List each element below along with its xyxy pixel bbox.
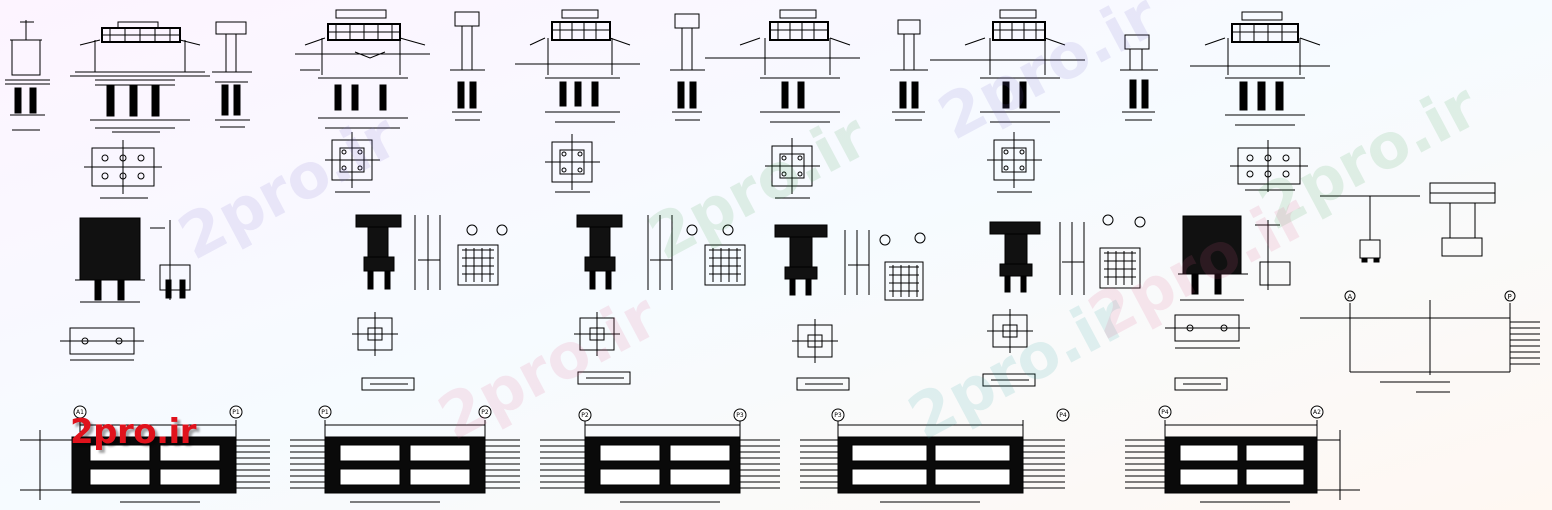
pier-elevation-6 <box>670 13 705 121</box>
footing-detail-2 <box>352 312 398 356</box>
grid-label: P2 <box>581 412 589 419</box>
framing-plans-row: A1 P1 P1 P2 P2 P3 P3 P4 P4 A2 <box>20 405 1360 503</box>
pier-elevation-8 <box>890 19 928 121</box>
bridge-elevations-row <box>5 9 1330 133</box>
footing-detail-6 <box>1165 314 1250 349</box>
grid-bubble-labels: A1 P1 P1 P2 P2 P3 P3 P4 P4 A2 <box>76 409 1321 419</box>
grid-label: P1 <box>321 409 329 416</box>
footing-plan-1 <box>84 140 162 199</box>
deck-cross-sections <box>1320 182 1496 263</box>
grid-label: P1 <box>232 409 240 416</box>
grid-bubbles <box>73 405 1324 422</box>
footing-plan-4 <box>765 138 820 199</box>
abutment-elevation-3 <box>295 9 430 129</box>
footing-detail-row <box>60 309 1250 391</box>
footing-detail-5 <box>987 309 1033 353</box>
footing-detail-3 <box>574 312 620 356</box>
footing-plan-2 <box>325 132 380 193</box>
footing-plan-5 <box>987 132 1042 193</box>
pier-rebar-detail-4 <box>774 224 926 301</box>
grid-label: P3 <box>834 412 842 419</box>
framing-plan-2 <box>290 420 520 494</box>
abutment-rebar-detail-1 <box>75 217 191 303</box>
pier-elevation-10 <box>1120 34 1158 121</box>
grid-label: P2 <box>481 409 489 416</box>
right-plan-left-label: A <box>1348 293 1353 301</box>
pier-rebar-detail-2 <box>355 214 508 290</box>
footing-detail-1 <box>60 327 144 361</box>
footing-plan-6 <box>1230 140 1308 192</box>
abutment-elevation-11 <box>1190 11 1330 126</box>
right-plan-hatch <box>1510 321 1540 365</box>
pier-elevation-2 <box>212 21 252 128</box>
abutment-elevation-5 <box>515 9 640 123</box>
abutment-elevation-9 <box>930 9 1085 123</box>
framing-plan-3 <box>540 420 780 494</box>
grid-label: P4 <box>1059 412 1067 419</box>
footing-plans-row <box>84 132 1308 199</box>
framing-plan-4 <box>800 420 1065 494</box>
abutment-elevation-7 <box>705 9 860 123</box>
grid-label: A2 <box>1313 409 1321 416</box>
pier-section-1 <box>5 20 50 131</box>
bearing-detail-strips <box>361 371 1228 391</box>
framing-plan-1 <box>20 420 270 500</box>
pier-rebar-detail-5 <box>989 214 1146 295</box>
right-plan-right-label: P <box>1508 293 1512 301</box>
footing-plan-3 <box>545 134 600 193</box>
abutment-elevation-1 <box>70 21 210 133</box>
grid-label: A1 <box>76 409 84 416</box>
framing-plan-5 <box>1125 420 1360 500</box>
grid-label: P3 <box>736 412 744 419</box>
pier-rebar-detail-3 <box>576 214 746 290</box>
footing-detail-4 <box>792 319 838 363</box>
pier-elevation-4 <box>450 11 485 121</box>
site-logo: 2pro.ir <box>70 412 196 452</box>
reinforcement-details-row <box>75 182 1496 303</box>
abutment-rebar-detail-6 <box>1178 215 1291 301</box>
right-plan-view: A P <box>1300 290 1540 393</box>
grid-label: P4 <box>1161 409 1169 416</box>
